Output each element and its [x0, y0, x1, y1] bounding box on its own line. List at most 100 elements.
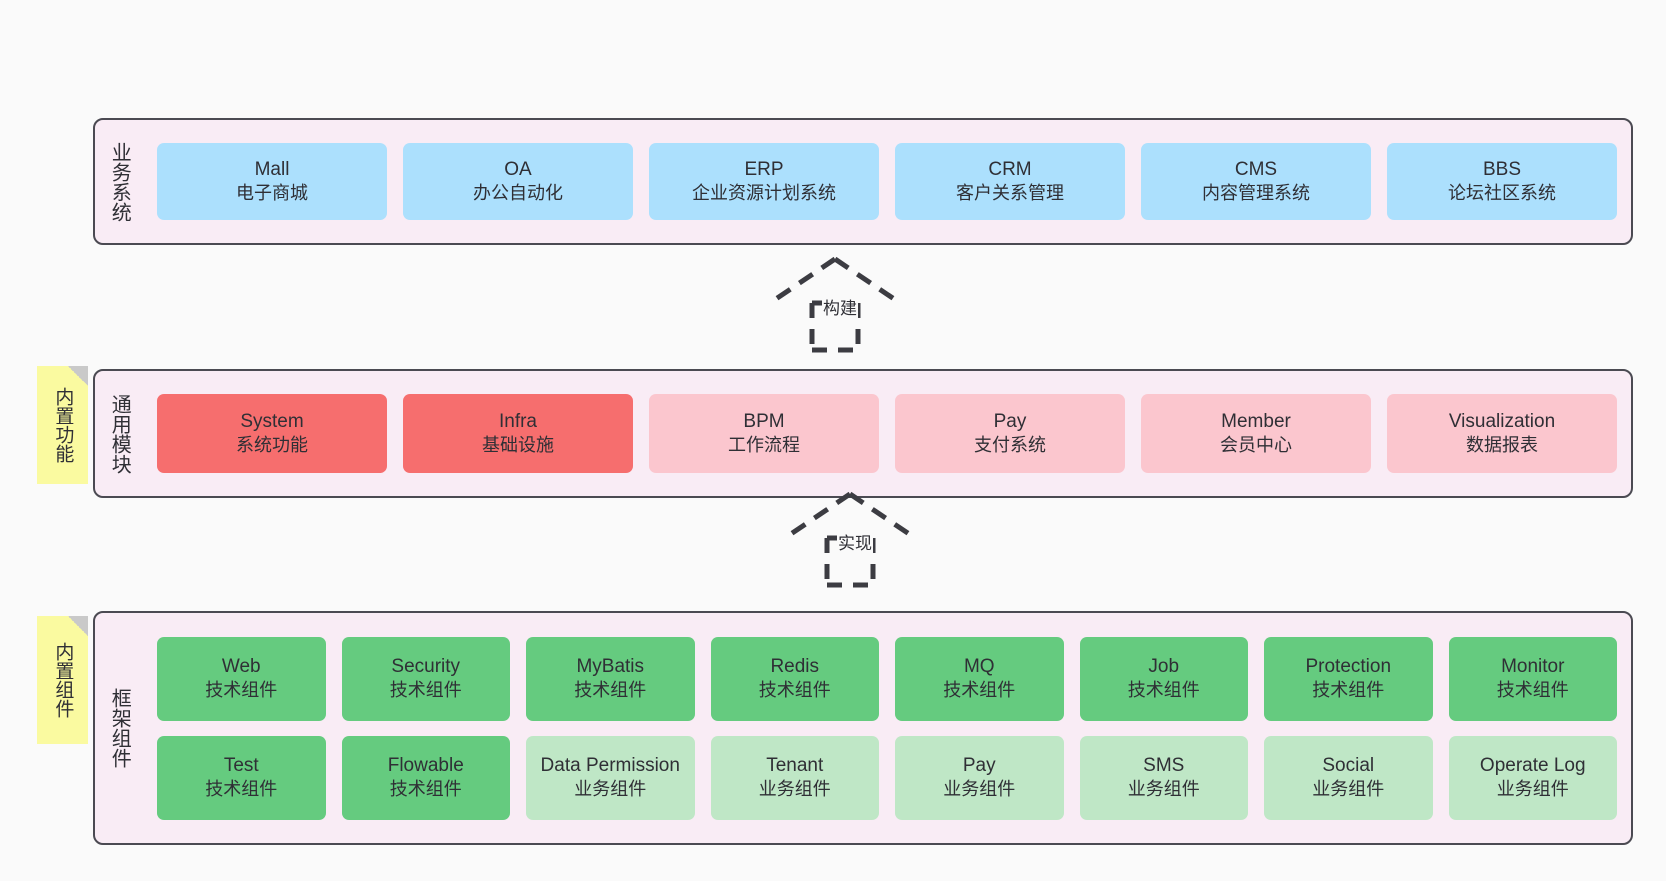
node-title: Protection — [1305, 656, 1392, 678]
node-title: Operate Log — [1479, 755, 1586, 777]
node-subtitle: 电子商城 — [236, 183, 308, 204]
node-data-permission[interactable]: Data Permission 业务组件 — [526, 735, 695, 820]
node-subtitle: 技术组件 — [943, 680, 1016, 701]
node-subtitle: 业务组件 — [1496, 779, 1569, 800]
node-subtitle: 技术组件 — [1127, 680, 1200, 701]
node-sms[interactable]: SMS 业务组件 — [1079, 735, 1248, 820]
node-system[interactable]: System 系统功能 — [157, 394, 387, 473]
node-subtitle: 业务组件 — [574, 779, 647, 800]
node-crm[interactable]: CRM 客户关系管理 — [895, 143, 1125, 220]
connector-implement-label: 实现 — [837, 529, 873, 554]
node-title: Infra — [498, 411, 538, 433]
node-web[interactable]: Web 技术组件 — [157, 636, 326, 721]
node-title: CMS — [1234, 159, 1278, 181]
node-subtitle: 客户关系管理 — [956, 183, 1064, 204]
node-title: SMS — [1143, 755, 1185, 777]
node-title: Monitor — [1501, 656, 1565, 678]
layer-title-framework: 框架组件 — [108, 688, 131, 768]
node-job[interactable]: Job 技术组件 — [1079, 636, 1248, 721]
node-flowable[interactable]: Flowable 技术组件 — [341, 735, 510, 820]
node-subtitle: 企业资源计划系统 — [692, 183, 836, 204]
node-erp[interactable]: ERP 企业资源计划系统 — [649, 143, 879, 220]
node-subtitle: 技术组件 — [389, 680, 462, 701]
node-operate-log[interactable]: Operate Log 业务组件 — [1448, 735, 1617, 820]
layer-body-modules: System 系统功能 Infra 基础设施 BPM 工作流程 Pay 支付系统… — [143, 371, 1631, 496]
node-title: Social — [1322, 755, 1375, 777]
node-mybatis[interactable]: MyBatis 技术组件 — [526, 636, 695, 721]
node-title: BPM — [743, 411, 785, 433]
node-social[interactable]: Social 业务组件 — [1264, 735, 1433, 820]
node-title: Test — [223, 755, 259, 777]
node-redis[interactable]: Redis 技术组件 — [710, 636, 879, 721]
layer-title-modules: 通用模块 — [108, 393, 131, 474]
node-row: Web 技术组件 Security 技术组件 MyBatis 技术组件 Redi… — [157, 636, 1617, 721]
connector-implement-arrow: 实现 — [775, 490, 925, 588]
node-subtitle: 数据报表 — [1466, 435, 1538, 456]
node-infra[interactable]: Infra 基础设施 — [403, 394, 633, 473]
node-subtitle: 工作流程 — [728, 435, 800, 456]
node-visualization[interactable]: Visualization 数据报表 — [1387, 394, 1617, 473]
node-security[interactable]: Security 技术组件 — [341, 636, 510, 721]
node-subtitle: 支付系统 — [974, 435, 1046, 456]
node-title: Member — [1221, 411, 1291, 433]
node-bbs[interactable]: BBS 论坛社区系统 — [1387, 143, 1617, 220]
node-bpm[interactable]: BPM 工作流程 — [649, 394, 879, 473]
node-subtitle: 业务组件 — [943, 779, 1016, 800]
node-title: Tenant — [766, 755, 824, 777]
sticky-note-label: 内置组件 — [52, 642, 74, 718]
node-subtitle: 业务组件 — [1127, 779, 1200, 800]
sticky-note-builtin-components: 内置组件 — [37, 616, 88, 744]
node-test[interactable]: Test 技术组件 — [157, 735, 326, 820]
node-title: Data Permission — [540, 755, 680, 777]
node-subtitle: 会员中心 — [1220, 435, 1292, 456]
node-subtitle: 办公自动化 — [473, 183, 563, 204]
node-row: System 系统功能 Infra 基础设施 BPM 工作流程 Pay 支付系统… — [157, 394, 1617, 473]
node-title: Pay — [962, 755, 996, 777]
node-oa[interactable]: OA 办公自动化 — [403, 143, 633, 220]
layer-framework-components: 框架组件 Web 技术组件 Security 技术组件 MyBatis 技术组件… — [93, 611, 1633, 845]
node-tenant[interactable]: Tenant 业务组件 — [710, 735, 879, 820]
node-title: ERP — [744, 159, 784, 181]
node-cms[interactable]: CMS 内容管理系统 — [1141, 143, 1371, 220]
layer-business-systems: 业务系统 Mall 电子商城 OA 办公自动化 ERP 企业资源计划系统 CRM… — [93, 118, 1633, 245]
node-subtitle: 论坛社区系统 — [1448, 183, 1556, 204]
node-protection[interactable]: Protection 技术组件 — [1264, 636, 1433, 721]
node-title: Redis — [770, 656, 820, 678]
node-title: System — [240, 411, 304, 433]
node-subtitle: 业务组件 — [1312, 779, 1385, 800]
node-title: Pay — [993, 411, 1027, 433]
node-title: Job — [1148, 656, 1180, 678]
connector-build-arrow: 构建 — [760, 255, 910, 353]
connector-build-label: 构建 — [822, 294, 858, 319]
node-pay-module[interactable]: Pay 支付系统 — [895, 394, 1125, 473]
node-subtitle: 技术组件 — [758, 680, 831, 701]
node-row: Mall 电子商城 OA 办公自动化 ERP 企业资源计划系统 CRM 客户关系… — [157, 143, 1617, 220]
node-title: Security — [391, 656, 461, 678]
node-subtitle: 技术组件 — [389, 779, 462, 800]
node-subtitle: 业务组件 — [758, 779, 831, 800]
node-mall[interactable]: Mall 电子商城 — [157, 143, 387, 220]
node-title: OA — [504, 159, 532, 181]
node-member[interactable]: Member 会员中心 — [1141, 394, 1371, 473]
sticky-note-label: 内置功能 — [52, 387, 74, 463]
node-subtitle: 技术组件 — [1496, 680, 1569, 701]
node-pay-component[interactable]: Pay 业务组件 — [895, 735, 1064, 820]
page-fold-icon — [68, 366, 88, 386]
node-title: BBS — [1482, 159, 1522, 181]
node-mq[interactable]: MQ 技术组件 — [895, 636, 1064, 721]
node-title: Flowable — [387, 755, 464, 777]
page-fold-icon — [68, 616, 88, 636]
node-subtitle: 内容管理系统 — [1202, 183, 1310, 204]
node-subtitle: 技术组件 — [205, 779, 278, 800]
node-subtitle: 技术组件 — [574, 680, 647, 701]
node-title: CRM — [988, 159, 1032, 181]
node-title: MyBatis — [576, 656, 645, 678]
node-monitor[interactable]: Monitor 技术组件 — [1448, 636, 1617, 721]
layer-common-modules: 通用模块 System 系统功能 Infra 基础设施 BPM 工作流程 Pay… — [93, 369, 1633, 498]
node-title: Visualization — [1448, 411, 1556, 433]
node-title: Mall — [254, 159, 290, 181]
sticky-note-builtin-features: 内置功能 — [37, 366, 88, 484]
node-title: Web — [221, 656, 261, 678]
layer-body-framework: Web 技术组件 Security 技术组件 MyBatis 技术组件 Redi… — [143, 613, 1631, 843]
